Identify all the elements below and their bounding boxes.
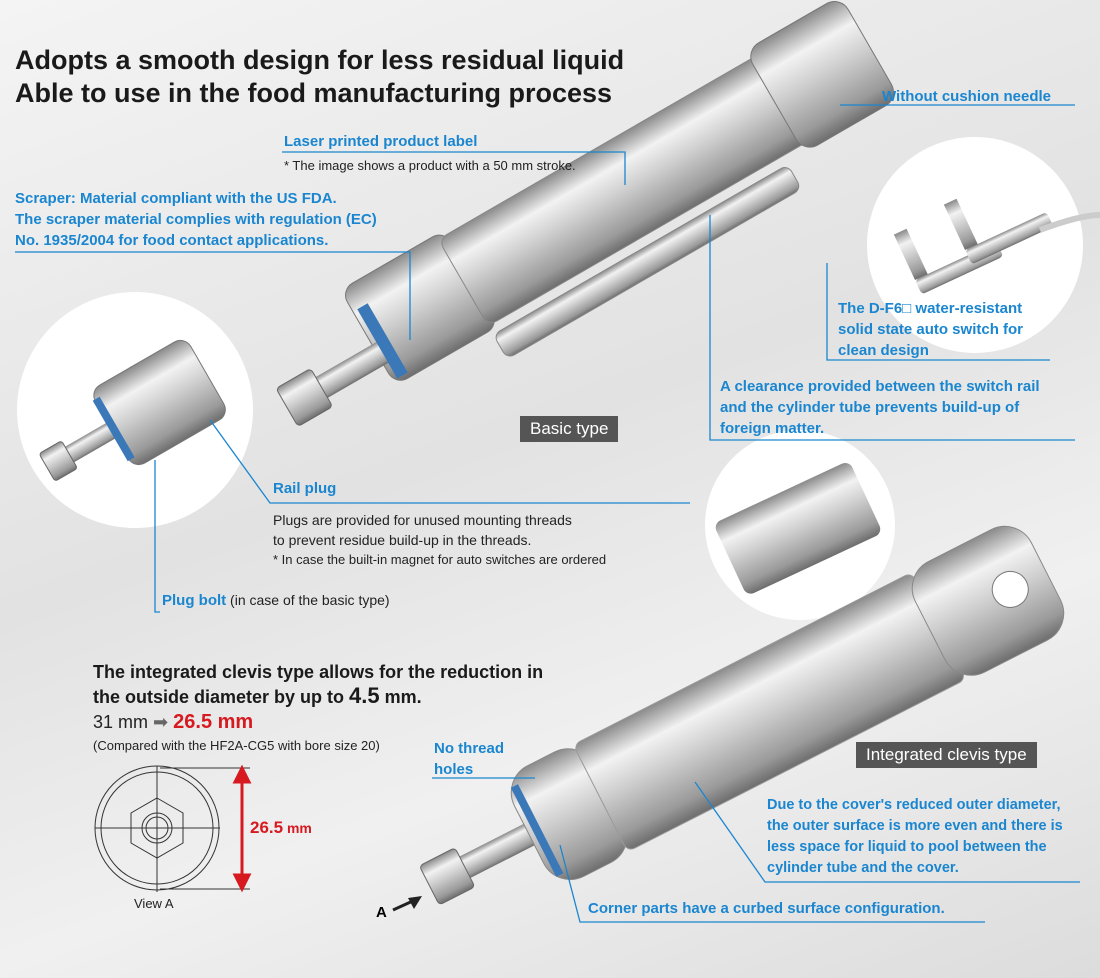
- callout-clearance: A clearance provided between the switch …: [720, 376, 1040, 439]
- dimension-arrow-icon: [232, 764, 252, 893]
- new-diameter: 26.5 mm: [173, 711, 254, 733]
- headline-line-2: Able to use in the food manufacturing pr…: [15, 78, 613, 108]
- headline: Adopts a smooth design for less residual…: [15, 44, 624, 110]
- clearance-line: and the cylinder tube prevents build-up …: [720, 399, 1020, 416]
- switch-line: clean design: [838, 342, 929, 359]
- scraper-line: No. 1935/2004 for food contact applicati…: [15, 232, 329, 249]
- callout-auto-switch: The D-F6□ water-resistant solid state au…: [838, 298, 1023, 361]
- view-a-drawing: [94, 765, 250, 892]
- callout-label-title: Laser printed product label: [284, 133, 478, 150]
- arrow-a-label: A: [376, 904, 387, 921]
- callout-no-thread: No thread holes: [434, 738, 504, 780]
- basic-type-cylinder: [276, 1, 894, 426]
- integrated-clevis-cylinder: [420, 525, 1065, 905]
- cover-line: less space for liquid to pool between th…: [767, 839, 1047, 855]
- headline-line-1: Adopts a smooth design for less residual…: [15, 45, 625, 75]
- old-diameter: 31 mm: [93, 712, 149, 732]
- rail-line: to prevent residue build-up in the threa…: [273, 532, 532, 548]
- callout-cushion: Without cushion needle: [882, 88, 1052, 105]
- scraper-line: The scraper material complies with regul…: [15, 211, 377, 228]
- tag-basic-type: Basic type: [520, 416, 619, 442]
- plug-bolt-note: (in case of the basic type): [226, 592, 390, 608]
- text: the outside diameter by up to: [93, 687, 350, 707]
- clevis-heading: The integrated clevis type allows for th…: [93, 660, 543, 709]
- dimension-label: 26.5 mm: [250, 818, 312, 838]
- text: mm.: [379, 687, 422, 707]
- view-a-label: View A: [134, 896, 174, 911]
- cover-line: the outer surface is more even and there…: [767, 818, 1063, 834]
- leader-lines: [15, 104, 1080, 923]
- clearance-line: A clearance provided between the switch …: [720, 378, 1040, 395]
- diameter-comparison: 31 mm ➡ 26.5 mm: [93, 710, 253, 734]
- no-thread-line: No thread: [434, 740, 505, 757]
- rail-note: * In case the built-in magnet for auto s…: [273, 552, 607, 567]
- dimension-unit: mm: [283, 820, 312, 836]
- scraper-line: Scraper: Material compliant with the US …: [15, 190, 337, 207]
- callout-corner: Corner parts have a curbed surface confi…: [588, 900, 945, 917]
- rail-line: Plugs are provided for unused mounting t…: [273, 512, 572, 528]
- plug-bolt-title: Plug bolt: [162, 592, 227, 609]
- reduction-value: 4.5: [349, 683, 380, 708]
- callout-rail-plug: Plugs are provided for unused mounting t…: [273, 510, 606, 570]
- comparison-note: (Compared with the HF2A-CG5 with bore si…: [93, 738, 380, 753]
- view-a-arrow-icon: [392, 896, 422, 912]
- tag-integrated-clevis: Integrated clevis type: [856, 742, 1037, 768]
- dimension-value: 26.5: [250, 818, 284, 837]
- callout-plug-bolt: Plug bolt (in case of the basic type): [162, 592, 390, 610]
- callout-label-note: * The image shows a product with a 50 mm…: [284, 158, 576, 173]
- clevis-heading-line: The integrated clevis type allows for th…: [93, 662, 544, 682]
- arrow-right-icon: ➡: [153, 712, 169, 732]
- callout-cover: Due to the cover's reduced outer diamete…: [767, 795, 1063, 879]
- callout-scraper: Scraper: Material compliant with the US …: [15, 188, 377, 251]
- clevis-heading-line: the outside diameter by up to 4.5 mm.: [93, 684, 543, 709]
- callout-rail-plug-title: Rail plug: [273, 480, 337, 497]
- switch-line: The D-F6□ water-resistant: [838, 300, 1023, 317]
- cover-line: cylinder tube and the cover.: [767, 860, 959, 876]
- no-thread-line: holes: [434, 761, 474, 778]
- clearance-line: foreign matter.: [720, 420, 825, 437]
- cover-line: Due to the cover's reduced outer diamete…: [767, 797, 1061, 813]
- switch-line: solid state auto switch for: [838, 321, 1024, 338]
